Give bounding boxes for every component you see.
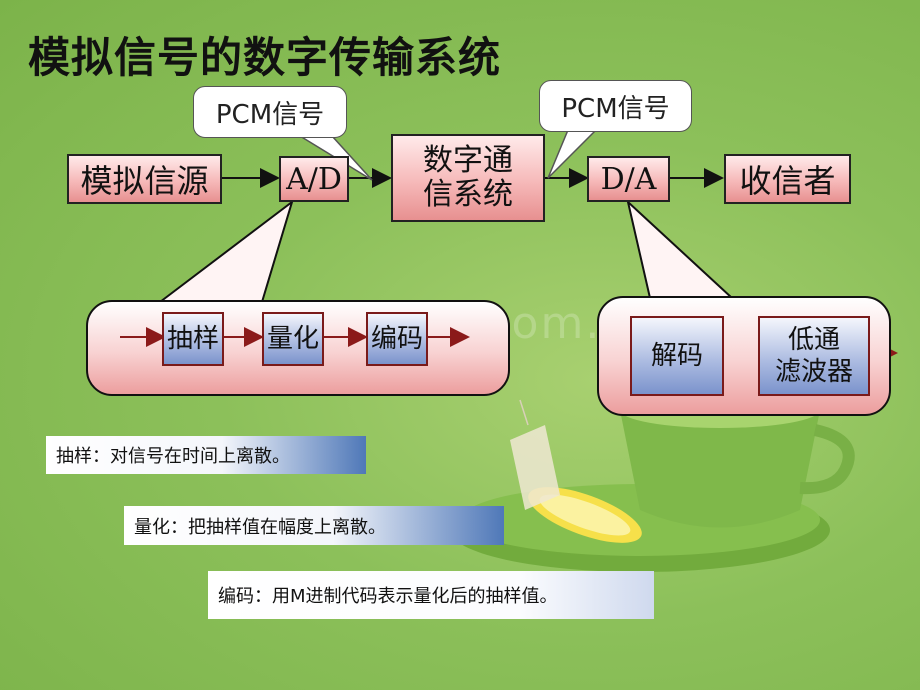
system-label-line2: 信系统 bbox=[423, 177, 513, 212]
pcm-bubble-right: PCM信号 bbox=[539, 80, 692, 132]
system-label-line1: 数字通 bbox=[423, 143, 513, 178]
pcm-bubble-left: PCM信号 bbox=[193, 86, 347, 138]
receiver-box: 收信者 bbox=[724, 154, 851, 204]
lowpass-filter-box: 低通 滤波器 bbox=[758, 316, 870, 396]
filter-label-line2: 滤波器 bbox=[774, 357, 853, 387]
page-title: 模拟信号的数字传输系统 bbox=[28, 33, 502, 82]
sampling-box: 抽样 bbox=[162, 312, 224, 366]
ad-converter-box: A/D bbox=[279, 156, 349, 202]
digital-comm-system-box: 数字通 信系统 bbox=[391, 134, 545, 222]
analog-source-box: 模拟信源 bbox=[67, 154, 222, 204]
da-converter-box: D/A bbox=[587, 156, 670, 202]
filter-label-line1: 低通 bbox=[787, 325, 840, 355]
note-sampling: 抽样：对信号在时间上离散。 bbox=[46, 436, 366, 474]
encoding-box: 编码 bbox=[366, 312, 428, 366]
decoding-box: 解码 bbox=[630, 316, 724, 396]
note-encoding: 编码：用M进制代码表示量化后的抽样值。 bbox=[208, 571, 654, 619]
quantization-box: 量化 bbox=[262, 312, 324, 366]
note-quantization: 量化：把抽样值在幅度上离散。 bbox=[124, 506, 504, 545]
